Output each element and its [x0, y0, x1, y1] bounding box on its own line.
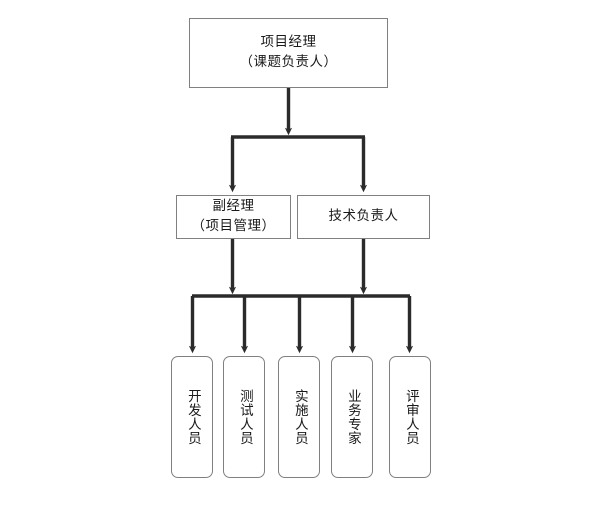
node-project-manager[interactable]: 项目经理 （课题负责人）	[189, 18, 388, 88]
node-reviewer[interactable]: 评审人员	[389, 356, 431, 478]
node-developer[interactable]: 开发人员	[171, 356, 213, 478]
node-tech-lead-label: 技术负责人	[328, 208, 399, 225]
node-business-expert[interactable]: 业务专家	[331, 356, 373, 478]
node-tester[interactable]: 测试人员	[223, 356, 265, 478]
node-reviewer-label: 评审人员	[402, 389, 419, 445]
node-tester-label: 测试人员	[236, 389, 253, 445]
node-business-expert-label: 业务专家	[344, 389, 361, 445]
node-developer-label: 开发人员	[184, 389, 201, 445]
node-project-manager-label: 项目经理 （课题负责人）	[239, 34, 338, 70]
node-implementer-label: 实施人员	[291, 389, 308, 445]
node-implementer[interactable]: 实施人员	[278, 356, 320, 478]
node-tech-lead[interactable]: 技术负责人	[297, 195, 430, 239]
node-deputy-manager-label: 副经理 （项目管理）	[191, 198, 276, 234]
node-deputy-manager[interactable]: 副经理 （项目管理）	[176, 195, 291, 239]
